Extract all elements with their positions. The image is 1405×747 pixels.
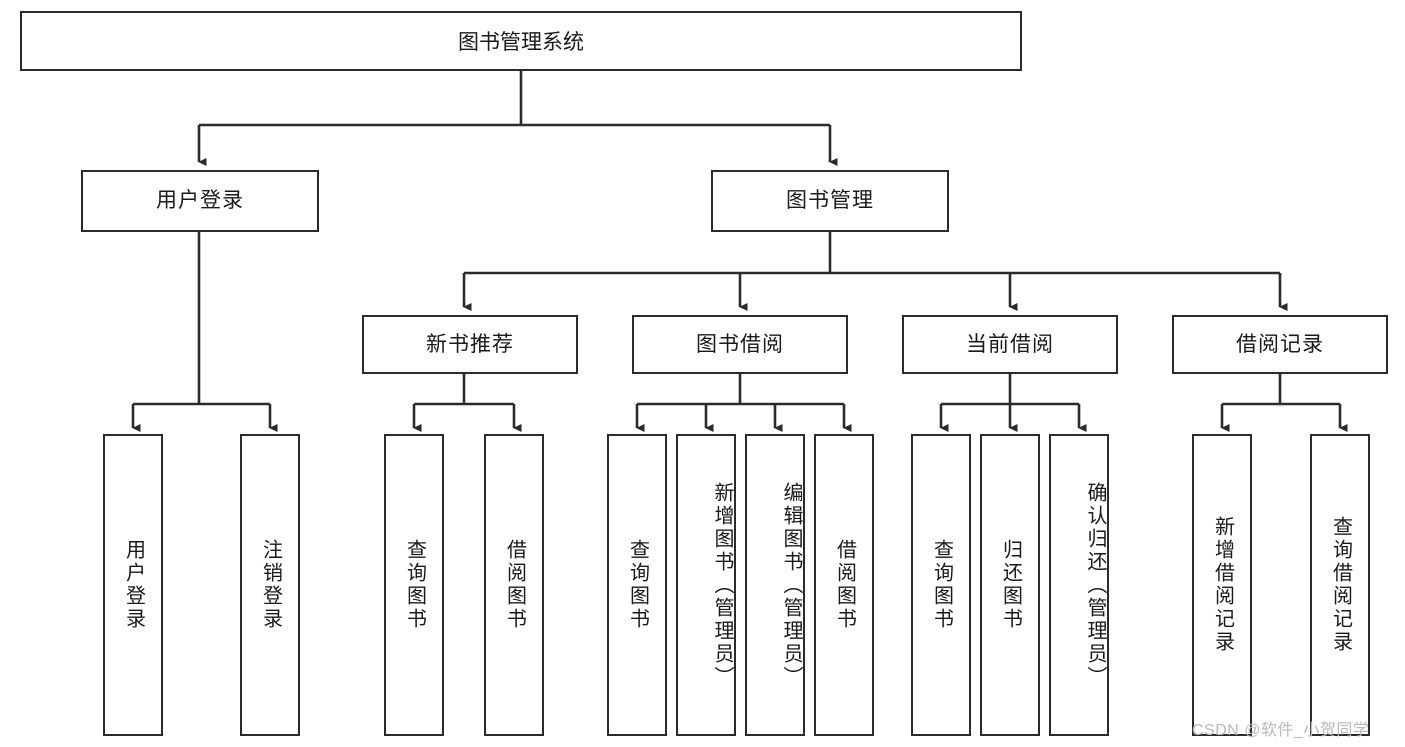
- leaf-rec-borrow-label: 借阅图书: [503, 539, 526, 631]
- leaf-borrow-edit-label: 编辑图书（管理员）: [780, 481, 802, 689]
- leaf-borrow-do-label: 借阅图书: [833, 539, 856, 631]
- leaf-borrow-add[interactable]: 新增图书（管理员）: [676, 434, 736, 736]
- node-root[interactable]: 图书管理系统: [20, 11, 1022, 71]
- node-user-login-label: 用户登录: [156, 189, 244, 213]
- csdn-watermark: CSDN @软件_小贺同学: [1192, 722, 1370, 739]
- leaf-rec-query[interactable]: 查询图书: [384, 434, 444, 736]
- node-new-book-rec[interactable]: 新书推荐: [362, 315, 578, 374]
- leaf-rec-query-label: 查询图书: [403, 539, 426, 631]
- node-book-borrow-label: 图书借阅: [696, 332, 784, 356]
- leaf-borrow-add-label: 新增图书（管理员）: [711, 481, 733, 689]
- node-borrow-record[interactable]: 借阅记录: [1172, 315, 1388, 374]
- leaf-rec-add[interactable]: 新增借阅记录: [1192, 434, 1252, 736]
- leaf-user-login[interactable]: 用户登录: [103, 434, 163, 736]
- leaf-borrow-edit[interactable]: 编辑图书（管理员）: [745, 434, 805, 736]
- node-current-borrow[interactable]: 当前借阅: [902, 315, 1118, 374]
- node-user-login[interactable]: 用户登录: [81, 170, 319, 232]
- leaf-cur-return[interactable]: 归还图书: [980, 434, 1040, 736]
- leaf-cur-confirm[interactable]: 确认归还（管理员）: [1049, 434, 1109, 736]
- node-current-borrow-label: 当前借阅: [966, 332, 1054, 356]
- leaf-rec-query2-label: 查询借阅记录: [1329, 516, 1352, 654]
- leaf-borrow-query-label: 查询图书: [626, 539, 649, 631]
- node-book-borrow[interactable]: 图书借阅: [632, 315, 848, 374]
- leaf-user-logout-label: 注销登录: [259, 539, 282, 631]
- node-book-manage-label: 图书管理: [786, 189, 874, 213]
- leaf-cur-query[interactable]: 查询图书: [911, 434, 971, 736]
- leaf-cur-query-label: 查询图书: [930, 539, 953, 631]
- node-root-label: 图书管理系统: [458, 31, 584, 54]
- leaf-user-logout[interactable]: 注销登录: [240, 434, 300, 736]
- leaf-cur-confirm-label: 确认归还（管理员）: [1084, 481, 1106, 689]
- node-book-manage[interactable]: 图书管理: [711, 170, 949, 232]
- leaf-cur-return-label: 归还图书: [999, 539, 1022, 631]
- leaf-borrow-do[interactable]: 借阅图书: [814, 434, 874, 736]
- node-new-book-rec-label: 新书推荐: [426, 332, 514, 356]
- leaf-rec-add-label: 新增借阅记录: [1211, 516, 1234, 654]
- leaf-rec-borrow[interactable]: 借阅图书: [484, 434, 544, 736]
- leaf-rec-query2[interactable]: 查询借阅记录: [1310, 434, 1370, 736]
- leaf-borrow-query[interactable]: 查询图书: [607, 434, 667, 736]
- node-borrow-record-label: 借阅记录: [1236, 332, 1324, 356]
- leaf-user-login-label: 用户登录: [122, 539, 145, 631]
